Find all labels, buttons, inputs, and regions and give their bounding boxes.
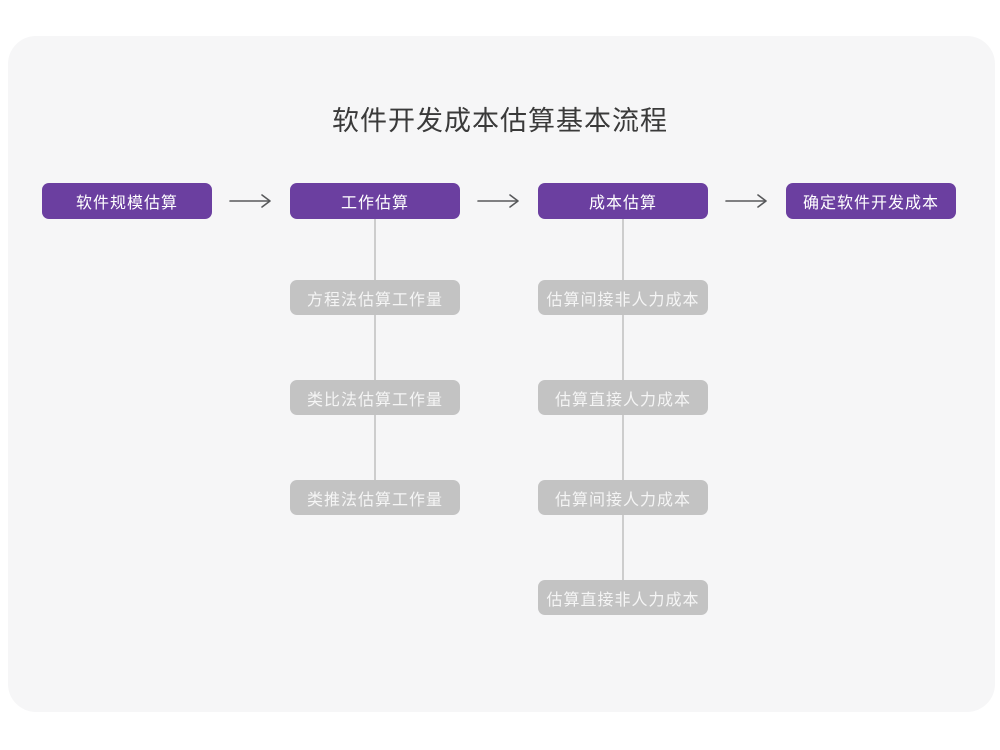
- right-arrow-icon: [477, 194, 519, 208]
- diagram-card: [8, 36, 995, 712]
- sub-box-label: 估算直接非人力成本: [546, 589, 700, 609]
- right-arrow-icon: [229, 194, 271, 208]
- work-column-connector-line: [374, 219, 376, 498]
- stage-box-software-scale-estimation: 软件规模估算: [42, 183, 212, 219]
- sub-box-indirect-labor-cost: 估算间接人力成本: [538, 480, 708, 515]
- stage-box-work-estimation: 工作估算: [290, 183, 460, 219]
- sub-box-indirect-nonlabor-cost: 估算间接非人力成本: [538, 280, 708, 315]
- right-arrow-icon: [725, 194, 767, 208]
- sub-box-direct-labor-cost: 估算直接人力成本: [538, 380, 708, 415]
- sub-box-direct-nonlabor-cost: 估算直接非人力成本: [538, 580, 708, 615]
- stage-label: 确定软件开发成本: [802, 193, 939, 212]
- sub-box-extrapolation-method: 类推法估算工作量: [290, 480, 460, 515]
- sub-box-label: 类比法估算工作量: [306, 389, 443, 409]
- sub-box-label: 方程法估算工作量: [306, 289, 443, 309]
- diagram-title: 软件开发成本估算基本流程: [332, 106, 668, 137]
- stage-label: 工作估算: [340, 193, 409, 212]
- stage-box-determine-software-dev-cost: 确定软件开发成本: [786, 183, 956, 219]
- stage-label: 成本估算: [588, 193, 657, 212]
- sub-box-label: 估算间接非人力成本: [546, 289, 700, 309]
- sub-box-label: 类推法估算工作量: [306, 489, 443, 509]
- sub-box-label: 估算间接人力成本: [554, 489, 691, 509]
- stage-box-cost-estimation: 成本估算: [538, 183, 708, 219]
- sub-box-label: 估算直接人力成本: [554, 389, 691, 409]
- sub-box-analogy-method: 类比法估算工作量: [290, 380, 460, 415]
- sub-box-equation-method: 方程法估算工作量: [290, 280, 460, 315]
- stage-label: 软件规模估算: [75, 193, 178, 212]
